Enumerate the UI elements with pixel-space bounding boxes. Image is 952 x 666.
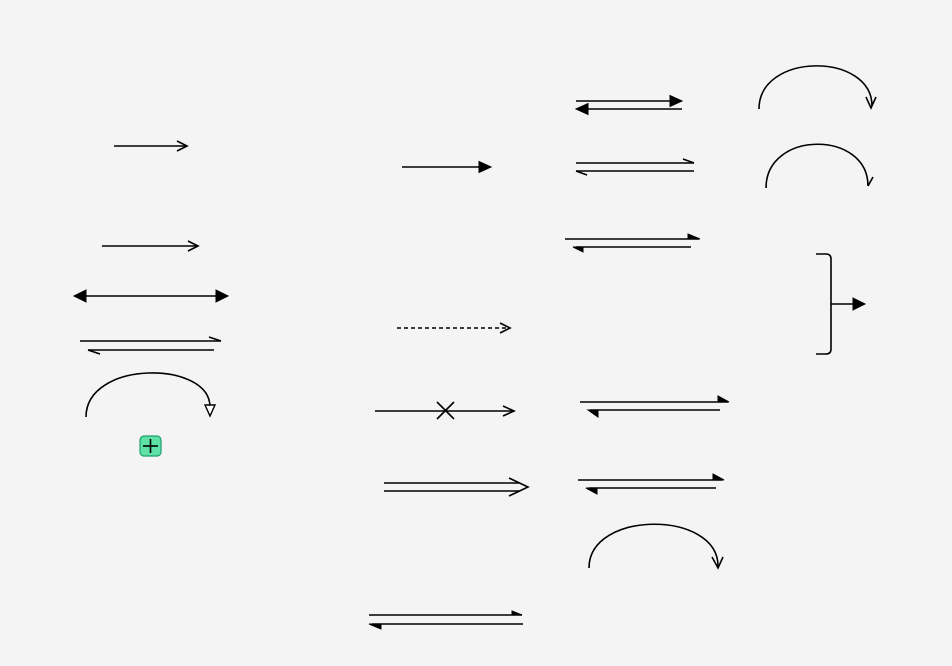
arrow-equilibrium-wide-2[interactable] [578, 473, 725, 495]
arrow-crossed-failed-reaction[interactable] [375, 401, 516, 420]
plus-icon [143, 439, 158, 453]
selection-handle[interactable] [139, 435, 162, 457]
arrow-forward-open-head[interactable] [114, 140, 189, 152]
arrow-curved-open-head[interactable] [588, 523, 724, 570]
arrow-equilibrium-wide-1[interactable] [580, 395, 730, 418]
arrow-forward-dashed[interactable] [397, 322, 512, 334]
arrow-equilibrium-half-heads[interactable] [80, 336, 222, 355]
arrow-equilibrium-unbalanced[interactable] [565, 233, 701, 253]
arrow-bidirectional-filled[interactable] [72, 289, 230, 303]
arrow-forward-open-head-2[interactable] [102, 240, 200, 252]
arrow-double-line-open-head[interactable] [384, 477, 530, 497]
arrow-curved-hollow-triangle[interactable] [85, 372, 217, 418]
arrow-curved-top-right-2[interactable] [765, 143, 874, 189]
arrow-equilibrium-bottom[interactable] [368, 610, 523, 630]
arrow-equilibrium-filled-heads[interactable] [574, 94, 684, 116]
arrow-bracket-branch[interactable] [816, 253, 867, 355]
arrow-forward-filled-head[interactable] [402, 160, 493, 174]
arrow-equilibrium-thin-heads[interactable] [575, 158, 695, 176]
arrow-curved-top-right-1[interactable] [758, 65, 877, 110]
